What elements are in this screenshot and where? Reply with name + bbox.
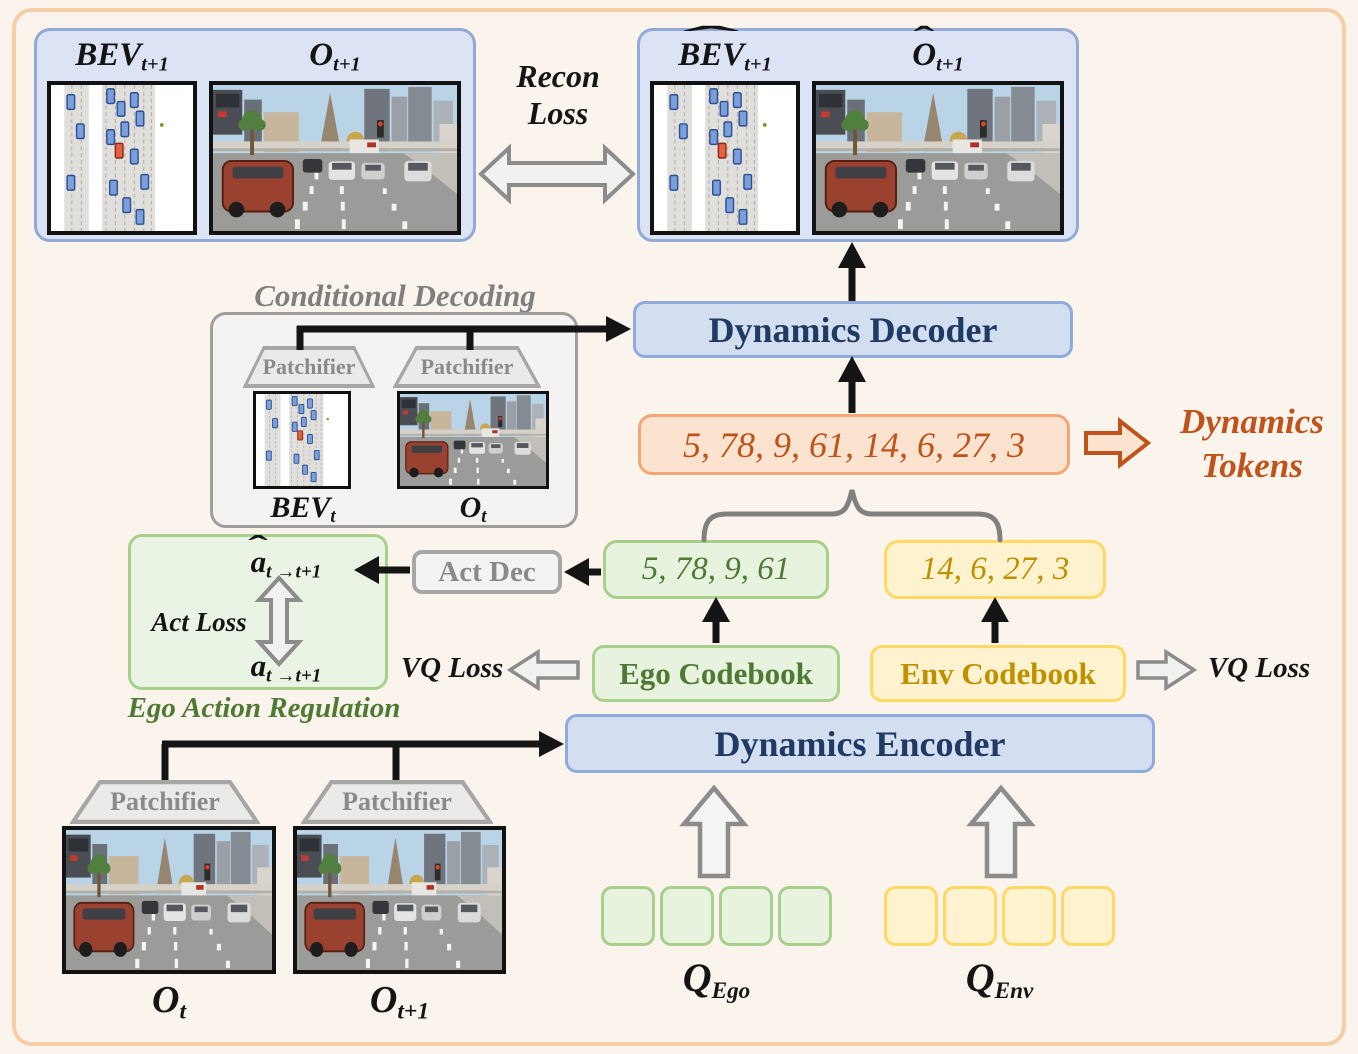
q-ego-label: QEgo — [682, 955, 751, 1004]
ego-tokens-box: 5, 78, 9, 61 — [603, 540, 829, 599]
trapezoid-icon — [243, 346, 375, 388]
bev-t-image — [253, 391, 351, 489]
q-env-square — [1002, 886, 1056, 946]
act-dec-box: Act Dec — [412, 550, 562, 594]
q-env-square — [884, 886, 938, 946]
vq-loss-right-label: VQ Loss — [1207, 652, 1311, 684]
q-env-square — [943, 886, 997, 946]
patchifier-bev: Patchifier — [243, 345, 375, 389]
obs-t-image — [397, 391, 549, 489]
trapezoid-icon — [70, 780, 260, 824]
bev-next-label: BEVt+1 — [75, 37, 169, 76]
ego-codebook-box: Ego Codebook — [592, 645, 840, 702]
q-ego-square — [601, 886, 655, 946]
act-loss-label: Act Loss — [151, 607, 247, 637]
vq-loss-left-label: VQ Loss — [400, 652, 504, 684]
q-env-label: QEnv — [965, 955, 1034, 1004]
env-codebook-box: Env Codebook — [870, 645, 1126, 702]
patchifier-obs: Patchifier — [393, 345, 541, 389]
q-ego-square — [719, 886, 773, 946]
patchifier-obs-t: Patchifier — [70, 779, 260, 825]
obs-t-input-label: Ot — [152, 979, 186, 1025]
env-tokens-box: 14, 6, 27, 3 — [884, 540, 1106, 599]
outer-frame — [12, 8, 1346, 1046]
obs-t-label: Ot — [459, 491, 487, 528]
patchifier-obs-t1: Patchifier — [301, 779, 493, 825]
q-ego-square — [660, 886, 714, 946]
gt-action-label: at →t+1 — [250, 648, 322, 687]
obs-t-input-image — [62, 826, 276, 974]
obs-t1-input-image — [293, 826, 506, 974]
trapezoid-icon — [301, 780, 493, 824]
q-env-square — [1061, 886, 1115, 946]
conditional-decoding-panel: Patchifier Patchifier BEVt Ot — [210, 312, 578, 528]
q-ego-square — [778, 886, 832, 946]
dynamics-decoder-box: Dynamics Decoder — [633, 301, 1073, 358]
obs-next-label: Ot+1 — [309, 37, 361, 76]
obs-next-image — [209, 81, 461, 235]
dynamics-encoder-box: Dynamics Encoder — [565, 714, 1155, 773]
target-panel: BEVt+1 Ot+1 — [34, 28, 476, 242]
conditional-decoding-title: Conditional Decoding — [254, 278, 536, 313]
bev-t-label: BEVt — [270, 491, 336, 528]
ego-action-regulation-caption: Ego Action Regulation — [127, 692, 401, 724]
bev-next-hat-image — [650, 81, 800, 235]
obs-t1-input-label: Ot+1 — [369, 979, 430, 1025]
obs-next-hat-image — [812, 81, 1064, 235]
trapezoid-icon — [393, 346, 541, 388]
dynamics-tokens-box: 5, 78, 9, 61, 14, 6, 27, 3 — [638, 414, 1070, 475]
bev-next-image — [47, 81, 197, 235]
